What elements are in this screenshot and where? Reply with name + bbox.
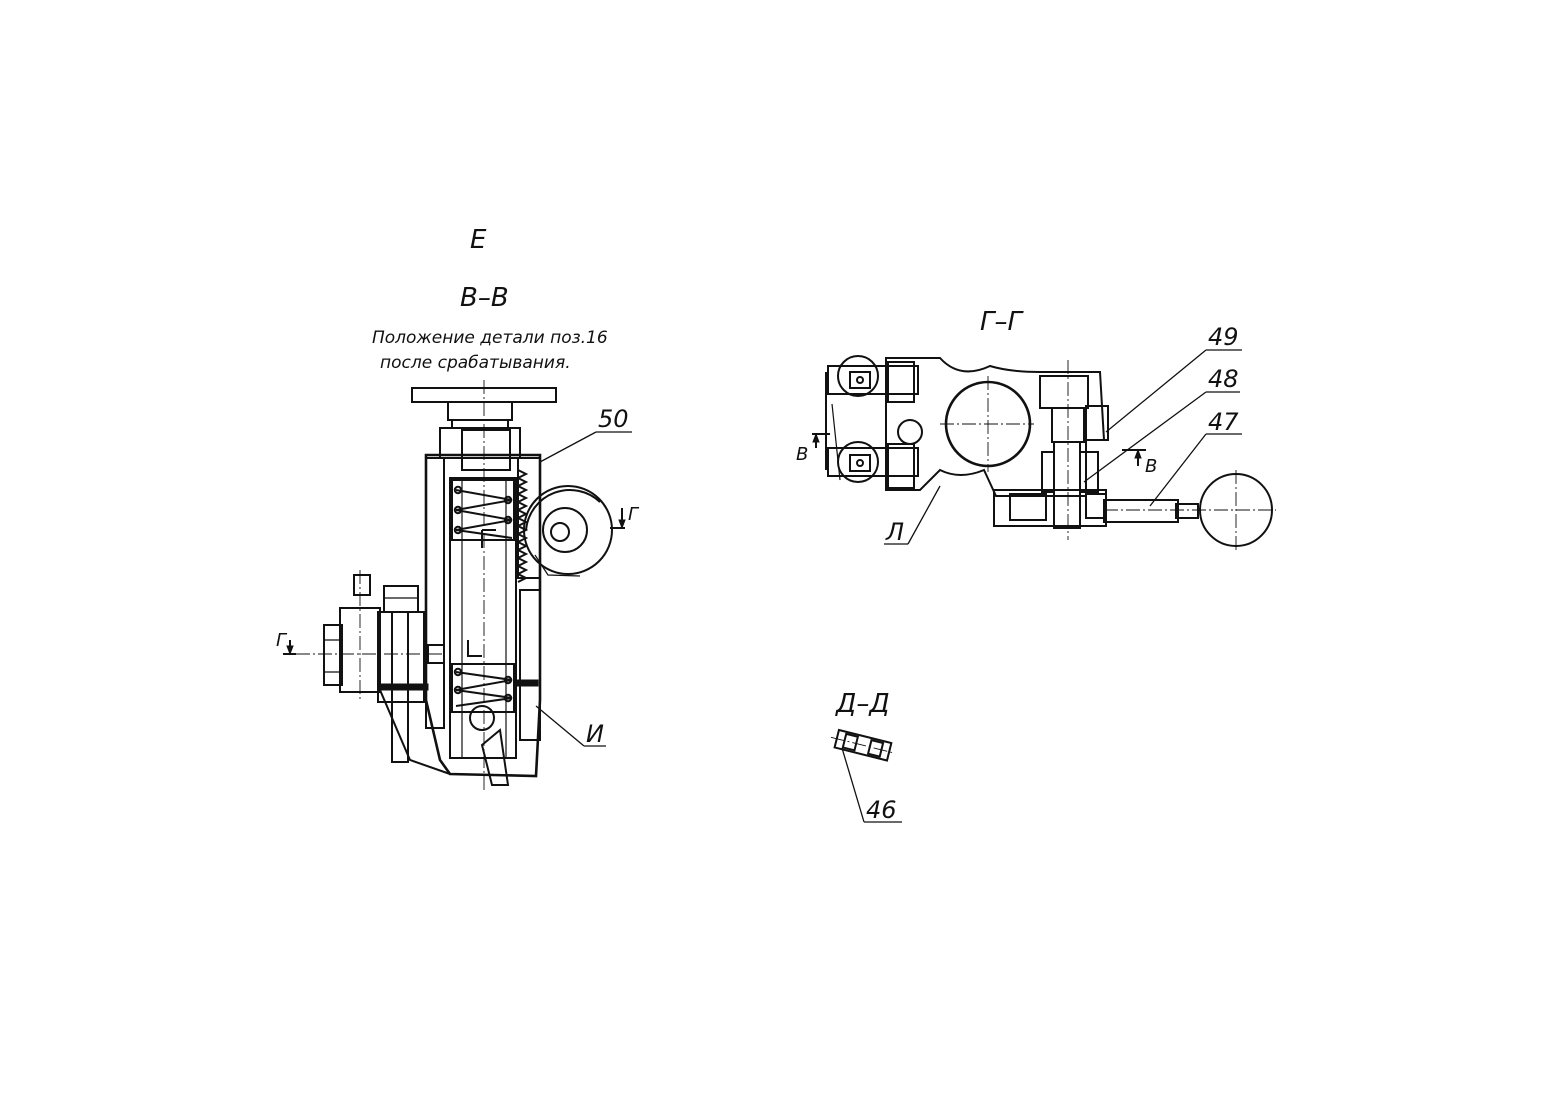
section-g-g-title: Г–Г <box>980 307 1024 337</box>
section-v-v-drawing <box>283 380 626 790</box>
cut-mark-g-left: Г <box>276 630 288 651</box>
callout-47: 47 <box>1208 408 1239 436</box>
label-l: Л <box>885 518 904 546</box>
section-g-g-drawing <box>812 355 1276 552</box>
cut-mark-v-left: В <box>796 444 808 465</box>
view-label-e: Е <box>470 225 487 255</box>
callout-50: 50 <box>598 405 629 433</box>
section-v-v-title: В–В <box>460 283 509 313</box>
label-i: И <box>586 720 604 748</box>
callout-46: 46 <box>866 796 897 824</box>
cut-mark-g-right: Г <box>628 504 640 525</box>
callout-48: 48 <box>1208 365 1239 393</box>
callout-49: 49 <box>1208 323 1239 351</box>
section-v-v-note-line2: после срабатывания. <box>380 353 571 373</box>
section-v-v-note-line1: Положение детали поз.16 <box>372 328 608 348</box>
cut-mark-v-right: В <box>1145 456 1157 477</box>
section-d-d-drawing <box>830 728 896 762</box>
section-d-d-title: Д–Д <box>835 689 890 719</box>
